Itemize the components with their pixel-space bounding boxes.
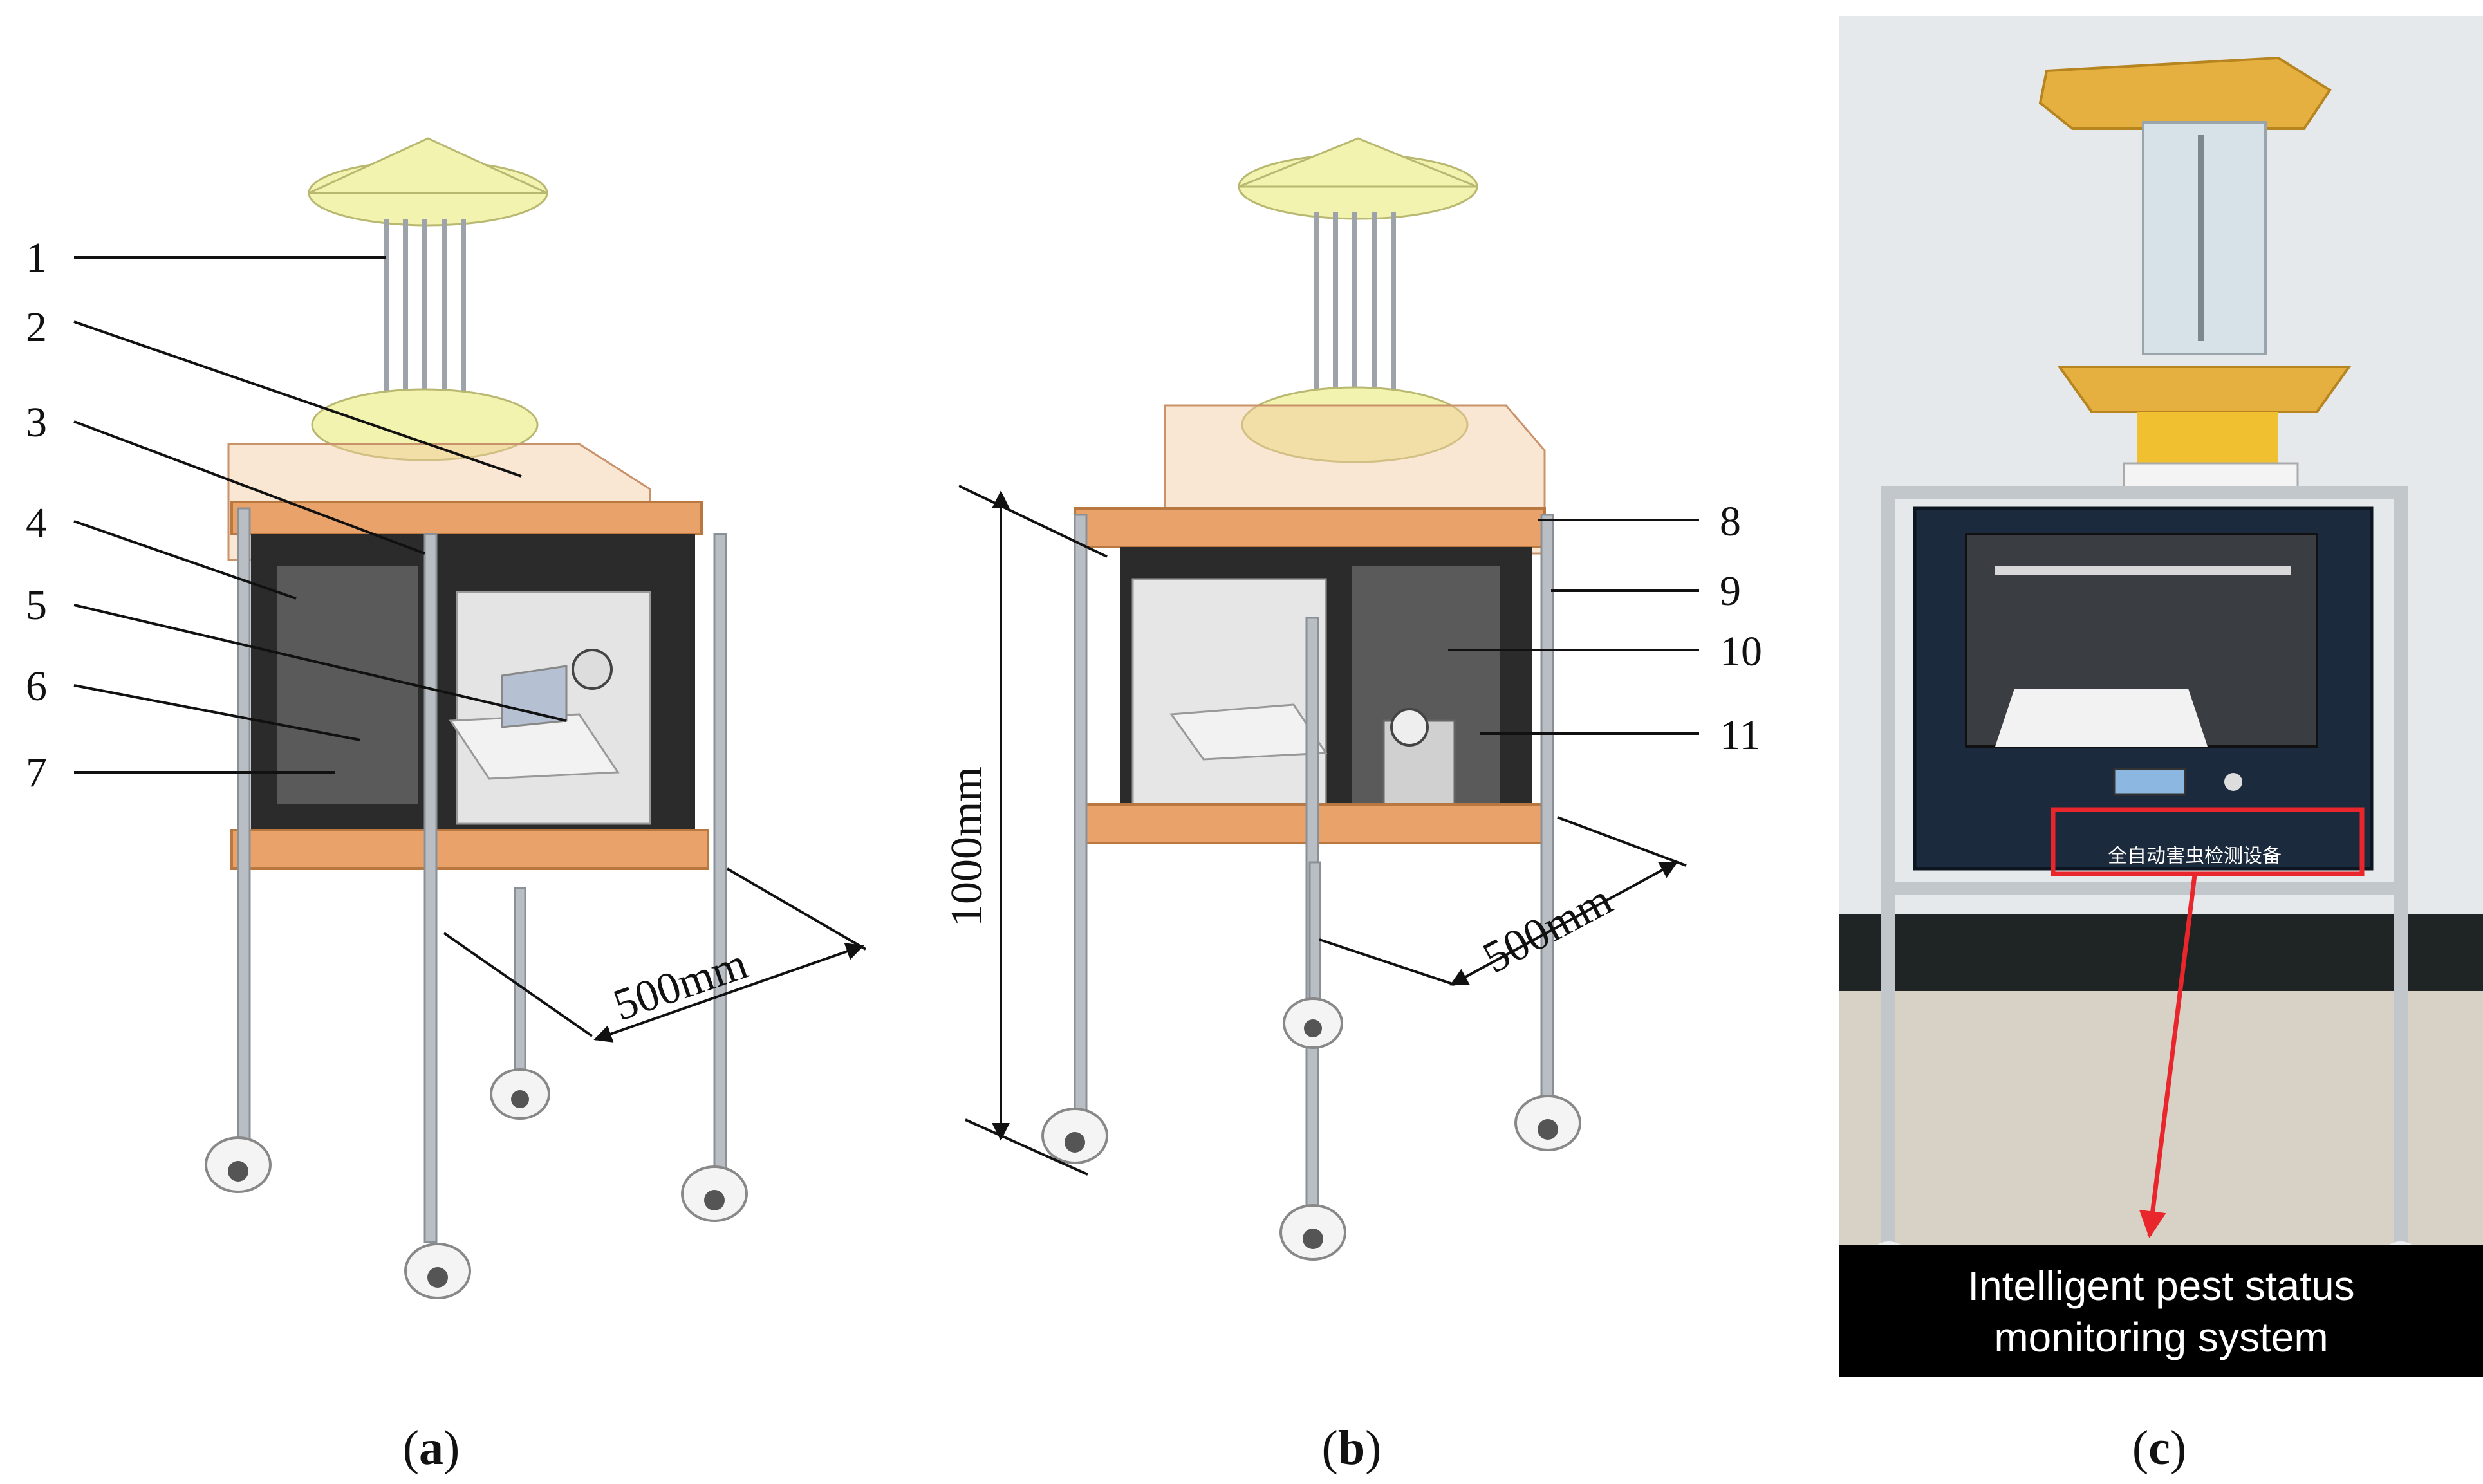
panel-b-leader-lines [1448, 519, 1699, 735]
photo-callout-arrow [2139, 875, 2197, 1239]
photo-collector [2057, 366, 2352, 413]
panel-a-dimension: 500mm [443, 867, 867, 1043]
part-label-1: 1 [26, 234, 47, 281]
photo-control-knob [2224, 773, 2242, 791]
lamp-rain-cover [1238, 137, 1478, 220]
part-label-3: 3 [26, 399, 47, 446]
caster-wheel [404, 1243, 471, 1299]
dimension-width-a: 500mm [608, 939, 754, 1030]
photo-lcd-display [2113, 768, 2186, 796]
photo-banner [1839, 1245, 2483, 1377]
banner-line-2: monitoring system [1994, 1314, 2328, 1360]
frame-pole [423, 533, 438, 1243]
part-label-4: 4 [26, 499, 47, 546]
caption-c: (c) [2132, 1421, 2186, 1475]
photo-top-plate [2123, 462, 2299, 490]
photo-frame-rail [1881, 882, 2408, 895]
roller-wheel [1390, 708, 1429, 747]
frame-pole [713, 533, 727, 1198]
frame-pole [514, 887, 526, 1095]
photo-sticky-board [1995, 689, 2208, 747]
part-label-7: 7 [26, 749, 47, 796]
caster-wheel [1041, 1108, 1108, 1164]
caster-wheel [490, 1068, 550, 1120]
frame-pole [1540, 514, 1554, 1108]
panel-a-leader-lines [73, 256, 567, 774]
photo-frame-pole [2394, 486, 2408, 1265]
frame-pole [1308, 861, 1321, 1018]
cabinet-side-window [277, 566, 418, 804]
photo-highlight-box [2051, 807, 2365, 876]
photo-device-plate: 全自动害虫检测设备 [2108, 845, 2282, 867]
caster-wheel [1514, 1095, 1581, 1151]
lamp-rain-cover [308, 137, 548, 227]
cabinet-window [1131, 578, 1327, 812]
photo-gantry-rail [1995, 566, 2291, 575]
caption-b: (b) [1322, 1421, 1382, 1475]
panel-b-part-labels: 8 9 10 11 [1720, 498, 1762, 759]
photo-funnel-base [2137, 412, 2278, 463]
part-label-9: 9 [1720, 568, 1741, 615]
bottom-wood-panel [230, 829, 709, 870]
uv-lamp-tubes [1314, 212, 1396, 422]
panel-b-model [1041, 137, 1581, 1261]
part-label-5: 5 [26, 582, 47, 629]
caster-wheel [205, 1136, 272, 1193]
sticky-board-tray [1169, 703, 1328, 761]
part-label-8: 8 [1720, 498, 1741, 545]
photo-frame-rail [1881, 486, 2408, 499]
caster-wheel [681, 1165, 748, 1222]
caster-wheel [1283, 997, 1343, 1049]
part-label-11: 11 [1720, 712, 1761, 759]
dimension-height-b: 1000mm [942, 766, 992, 927]
collector-disc [311, 388, 539, 461]
panel-a-model [205, 137, 748, 1299]
panel-c-photo: 全自动害虫检测设备 Intelligent pest status monito… [1839, 16, 2483, 1377]
banner-line-1: Intelligent pest status [1967, 1263, 2354, 1309]
caster-wheel [1279, 1204, 1346, 1261]
photo-dark-strip [1839, 914, 2483, 991]
part-label-2: 2 [26, 304, 47, 351]
photo-lamp-cover [2038, 56, 2332, 130]
part-label-6: 6 [26, 663, 47, 710]
panel-a-part-labels: 1 2 3 4 5 6 7 [26, 234, 47, 796]
roller-motor [572, 649, 613, 690]
top-wood-panel [1074, 507, 1546, 548]
part-label-10: 10 [1720, 628, 1762, 675]
caption-a: (a) [403, 1421, 460, 1475]
frame-pole [237, 507, 251, 1185]
frame-pole [1074, 514, 1088, 1147]
photo-frame-pole [1881, 486, 1895, 1265]
